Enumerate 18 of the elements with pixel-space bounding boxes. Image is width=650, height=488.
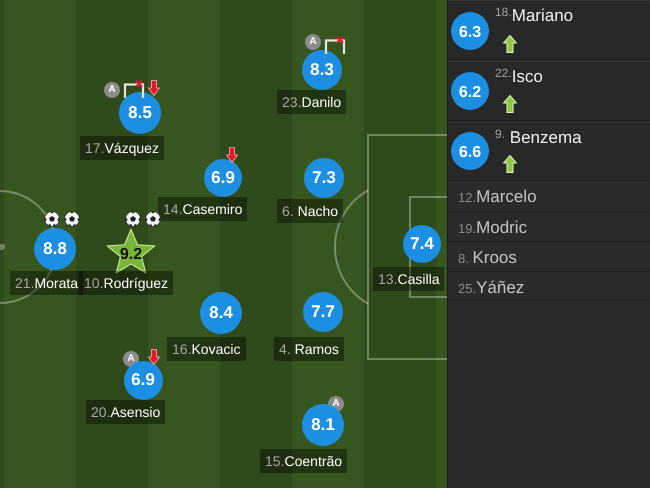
player-name: 15.Coentrão — [260, 449, 348, 473]
player-name: 8. Kroos — [458, 248, 517, 269]
player-name: 4. Ramos — [274, 337, 344, 361]
player-name: 20.Asensio — [86, 400, 166, 424]
player-name: $^{9.}$ Benzema — [495, 128, 582, 148]
player-name: $^{18.}$Mariano — [495, 6, 574, 26]
rating-star: 9.2 — [105, 228, 157, 276]
player-name: 12.Marcelo — [458, 187, 537, 208]
player-name: 14.Casemiro — [158, 197, 248, 221]
player-name: 17.Vázquez — [80, 136, 164, 160]
player-name: 10.Rodríguez — [79, 271, 174, 295]
player-name: 6. Nacho — [277, 199, 344, 223]
player-name: $^{22.}$Isco — [495, 67, 543, 87]
player-name: 16.Kovacic — [167, 337, 246, 361]
player-name: 19.Modric — [458, 218, 528, 239]
player-name: 25.Yáñez — [458, 278, 524, 299]
player-name: 23.Danilo — [277, 90, 346, 114]
player-name: 13.Casilla — [373, 267, 444, 291]
